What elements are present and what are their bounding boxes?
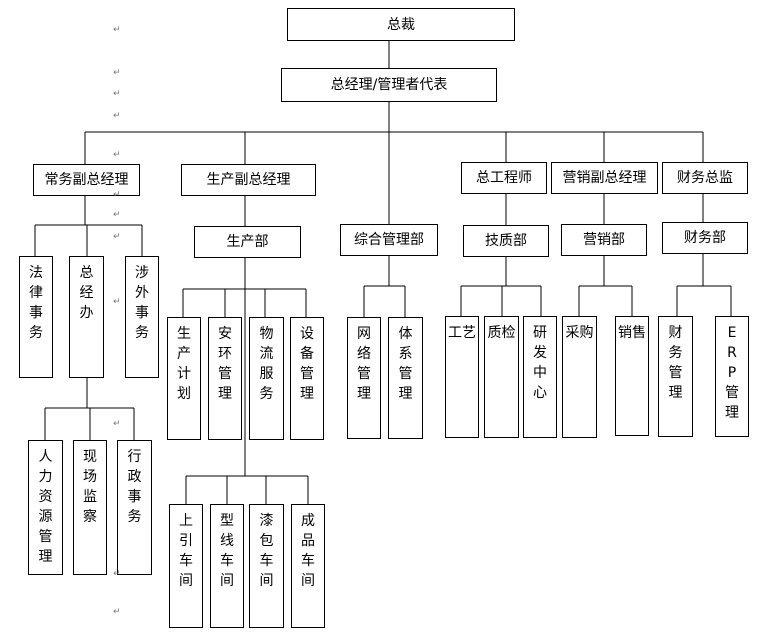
finance-dept-box: 财务部 <box>662 222 748 254</box>
tech-quality-dept-box: 技质部 <box>463 225 549 257</box>
comprehensive-dept-box: 综合管理部 <box>340 224 438 256</box>
vp-production-box: 生产副总经理 <box>181 164 316 196</box>
finished-workshop-box: 成品车间 <box>291 504 325 628</box>
process-box: 工艺 <box>445 316 479 438</box>
admin-affairs-box: 行政事务 <box>117 440 152 575</box>
rd-center-box: 研发中心 <box>523 316 557 438</box>
system-management-box: 体系管理 <box>388 317 423 439</box>
production-planning-box: 生产计划 <box>167 317 201 440</box>
profile-workshop-box: 型线车间 <box>210 504 244 628</box>
network-management-box: 网络管理 <box>347 317 381 439</box>
safety-env-box: 安环管理 <box>208 317 242 440</box>
external-affairs-box: 涉外事务 <box>125 256 159 378</box>
ceo-box: 总裁 <box>287 8 515 41</box>
erp-letters: ERP <box>727 325 737 381</box>
legal-affairs-box: 法律事务 <box>19 256 53 378</box>
general-manager-box: 总经理/管理者代表 <box>281 68 497 102</box>
sales-dept-box: 营销部 <box>561 224 647 256</box>
finance-management-box: 财务管理 <box>658 316 693 437</box>
production-dept-box: 生产部 <box>194 226 301 258</box>
hr-box: 人力资源管理 <box>28 440 63 575</box>
logistics-box: 物流服务 <box>249 317 284 440</box>
chief-engineer-box: 总工程师 <box>461 162 547 194</box>
enamel-workshop-box: 漆包车间 <box>249 504 284 628</box>
quality-inspection-box: 质检 <box>484 316 519 438</box>
gm-office-box: 总经办 <box>69 256 104 378</box>
erp-word: 管理 <box>725 385 739 421</box>
sales-box: 销售 <box>615 316 649 436</box>
equipment-box: 设备管理 <box>290 317 324 440</box>
finance-director-box: 财务总监 <box>662 162 748 194</box>
vp-sales-box: 营销副总经理 <box>551 162 658 194</box>
site-supervision-box: 现场监察 <box>73 440 107 575</box>
upper-workshop-box: 上引车间 <box>169 504 203 628</box>
purchase-box: 采购 <box>562 316 597 438</box>
erp-management-box: ERP 管理 <box>715 316 749 437</box>
vp-admin-box: 常务副总经理 <box>33 164 140 196</box>
